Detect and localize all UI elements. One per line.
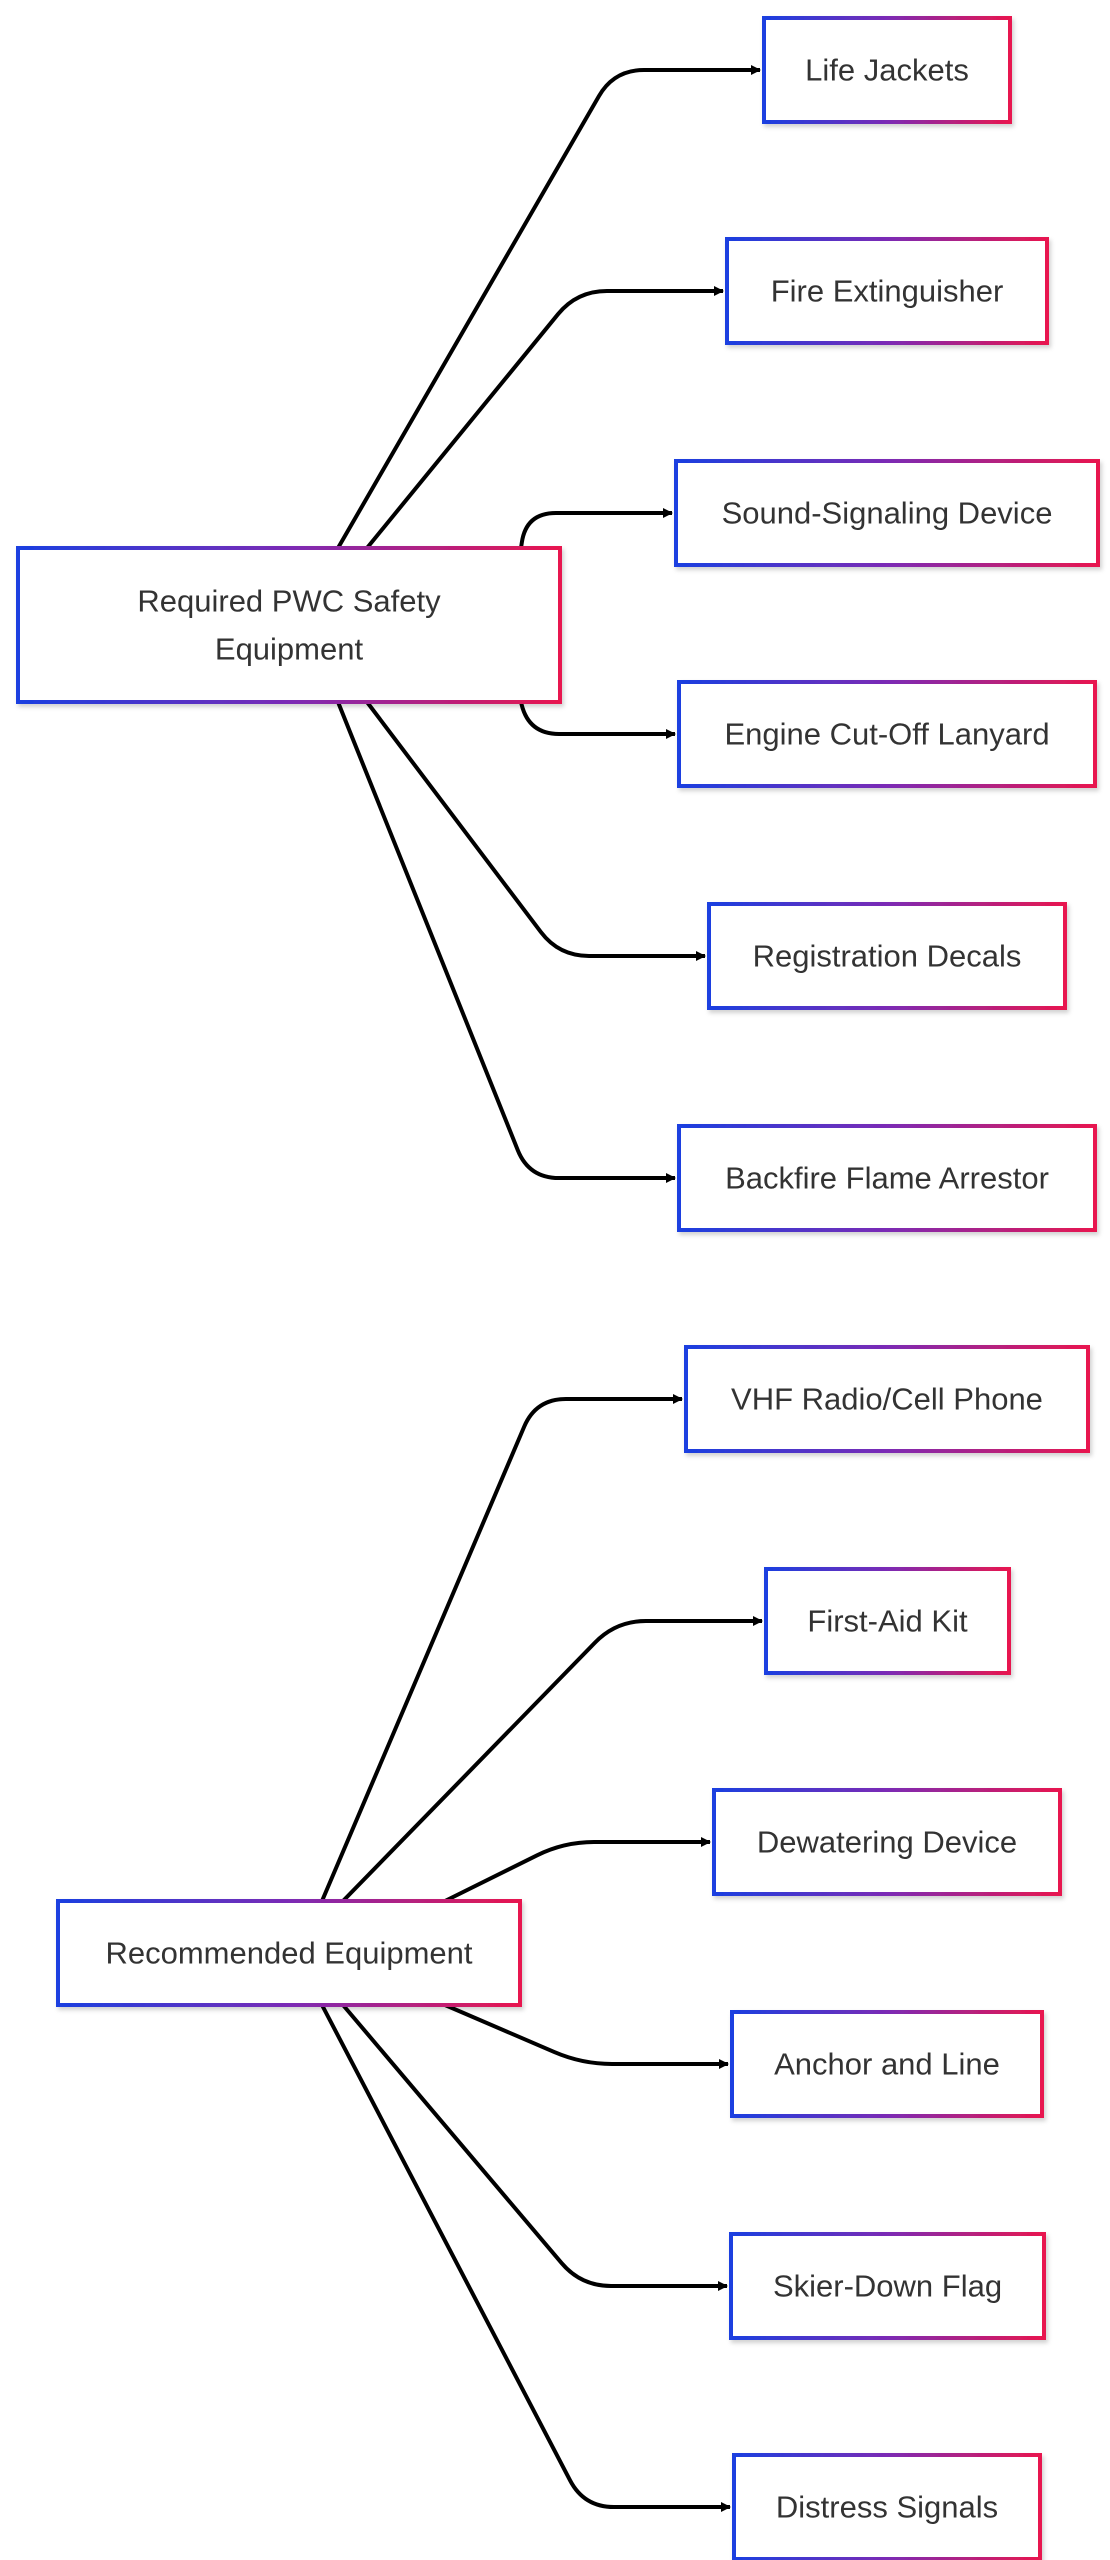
node-sound-signaling-device-box (674, 459, 1100, 567)
edge-required-to-fire-extinguisher (365, 286, 724, 550)
node-backfire-flame-arrestor: Backfire Flame Arrestor (677, 1124, 1097, 1232)
node-anchor-and-line-box (730, 2010, 1044, 2118)
node-skier-down-flag-box (729, 2232, 1046, 2340)
node-sound-signaling-device-label: Sound-Signaling Device (722, 496, 1053, 531)
edge-required-to-engine-cut-off-lanyard (519, 701, 676, 739)
node-skier-down-flag: Skier-Down Flag (729, 2232, 1046, 2340)
edge-recommended-to-dewatering-device (444, 1837, 711, 1903)
node-fire-extinguisher: Fire Extinguisher (725, 237, 1049, 345)
node-required-label: Required PWC Safety (137, 584, 441, 619)
edge-recommended-to-first-aid-kit (341, 1616, 763, 1903)
node-dewatering-device-box (712, 1788, 1062, 1896)
edge-recommended-to-anchor-and-line (444, 2003, 729, 2069)
node-sound-signaling-device: Sound-Signaling Device (674, 459, 1100, 567)
node-anchor-and-line: Anchor and Line (730, 2010, 1044, 2118)
node-anchor-and-line-label: Anchor and Line (774, 2047, 1000, 2082)
node-vhf-radio-cell-phone-box (684, 1345, 1090, 1453)
edge-required-to-registration-decals (365, 700, 706, 961)
node-first-aid-kit-label: First-Aid Kit (807, 1604, 968, 1639)
node-distress-signals-box (732, 2453, 1042, 2560)
node-required-box (16, 546, 562, 704)
node-vhf-radio-cell-phone-label: VHF Radio/Cell Phone (731, 1382, 1043, 1417)
node-engine-cut-off-lanyard-label: Engine Cut-Off Lanyard (724, 717, 1049, 752)
node-recommended-label: Recommended Equipment (105, 1936, 472, 1971)
edge-required-to-life-jackets (336, 65, 761, 550)
node-vhf-radio-cell-phone: VHF Radio/Cell Phone (684, 1345, 1090, 1453)
node-fire-extinguisher-label: Fire Extinguisher (771, 274, 1004, 309)
node-recommended-box (56, 1899, 522, 2007)
node-skier-down-flag-label: Skier-Down Flag (773, 2269, 1002, 2304)
node-dewatering-device-label: Dewatering Device (757, 1825, 1017, 1860)
node-fire-extinguisher-box (725, 237, 1049, 345)
node-registration-decals-box (707, 902, 1067, 1010)
node-backfire-flame-arrestor-box (677, 1124, 1097, 1232)
node-distress-signals: Distress Signals (732, 2453, 1042, 2560)
node-registration-decals: Registration Decals (707, 902, 1067, 1010)
node-registration-decals-label: Registration Decals (753, 939, 1022, 974)
edges-layer (320, 65, 763, 2512)
node-engine-cut-off-lanyard: Engine Cut-Off Lanyard (677, 680, 1097, 788)
edge-recommended-to-distress-signals (320, 2004, 731, 2512)
node-required-label: Equipment (215, 632, 364, 667)
node-first-aid-kit: First-Aid Kit (764, 1567, 1011, 1675)
node-life-jackets-label: Life Jackets (805, 53, 969, 88)
node-life-jackets-box (762, 16, 1012, 124)
edge-required-to-sound-signaling-device (519, 508, 673, 549)
edge-recommended-to-skier-down-flag (341, 2003, 728, 2291)
node-engine-cut-off-lanyard-box (677, 680, 1097, 788)
edge-recommended-to-vhf-radio-cell-phone (320, 1394, 683, 1902)
edge-required-to-backfire-flame-arrestor (336, 701, 676, 1183)
node-recommended: Recommended Equipment (56, 1899, 522, 2007)
node-backfire-flame-arrestor-label: Backfire Flame Arrestor (725, 1161, 1049, 1196)
node-first-aid-kit-box (764, 1567, 1011, 1675)
node-dewatering-device: Dewatering Device (712, 1788, 1062, 1896)
node-distress-signals-label: Distress Signals (776, 2490, 998, 2525)
node-life-jackets: Life Jackets (762, 16, 1012, 124)
